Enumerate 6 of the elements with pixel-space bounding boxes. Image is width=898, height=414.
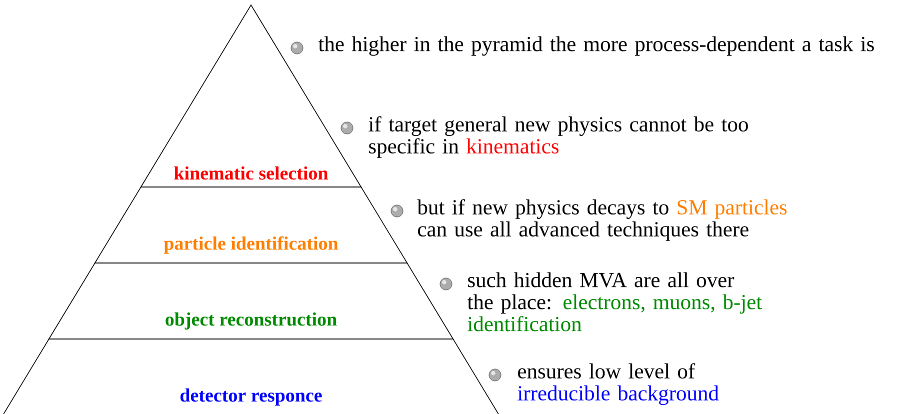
bullet-text: but if new physics decays to SM particles can use all advanced techniques there <box>417 199 787 241</box>
bullet-text: ensures low level of irreducible background <box>518 363 719 405</box>
pyramid-band: detector responce <box>3 338 499 414</box>
bullet-text: if target general new physics cannot be too specific in kinematics <box>368 116 748 158</box>
bullet-text: the higher in the pyramid the more process-dependent a task is <box>318 36 874 56</box>
bullet-text: such hidden MVA are all over the place: electrons, muons, b-jet identification <box>467 272 762 332</box>
